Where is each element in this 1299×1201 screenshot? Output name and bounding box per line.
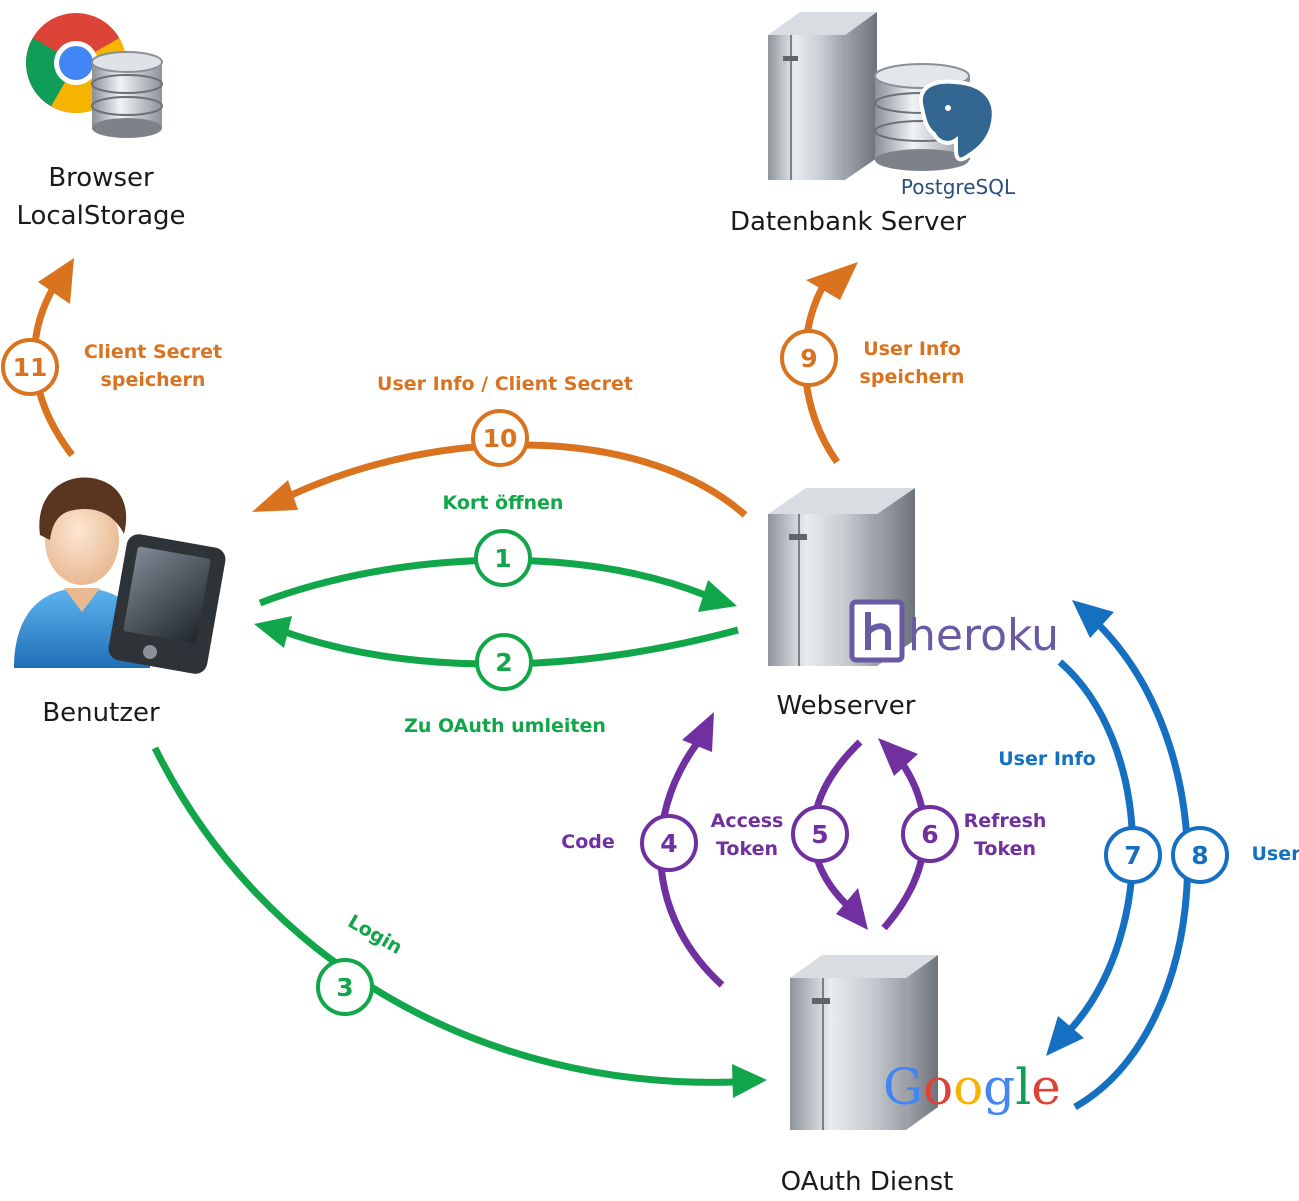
edge-label-5-line1: Access xyxy=(711,810,784,832)
edge-label-3: Login xyxy=(344,911,406,959)
edge-label-10: User Info / Client Secret xyxy=(377,373,633,395)
postgres-database-icon xyxy=(874,63,996,171)
arrowhead-step-6 xyxy=(878,738,918,776)
svg-text:1: 1 xyxy=(494,544,511,573)
edge-label-5-line2: Token xyxy=(716,838,778,860)
heroku-logo-icon xyxy=(849,599,905,663)
edge-label-6-line1: Refresh xyxy=(964,810,1047,832)
arrowhead-step-10 xyxy=(252,480,298,512)
svg-text:9: 9 xyxy=(800,344,817,373)
google-logo-letter: o xyxy=(923,1058,953,1116)
postgresql-elephant-icon xyxy=(918,79,996,162)
arrowhead-step-5 xyxy=(836,888,868,930)
svg-text:3: 3 xyxy=(336,973,353,1002)
heroku-logo-text: heroku xyxy=(908,610,1059,661)
browser-label-line2: LocalStorage xyxy=(16,201,185,231)
arrowhead-step-4 xyxy=(682,712,714,752)
edge-label-8: User xyxy=(1252,843,1299,865)
arrow-step-3 xyxy=(151,746,736,1086)
google-logo-letter: l xyxy=(1015,1058,1031,1116)
svg-text:10: 10 xyxy=(483,424,518,453)
oauth-server-tower-icon xyxy=(790,955,938,1130)
google-logo-letter: G xyxy=(883,1058,923,1116)
edge-label-4: Code xyxy=(561,831,614,853)
step-badge-8: 8 xyxy=(1171,826,1229,884)
edge-label-6-line2: Token xyxy=(974,838,1036,860)
google-logo-text: Google xyxy=(883,1058,1061,1116)
arrowhead-step-7 xyxy=(1046,1016,1084,1056)
svg-text:2: 2 xyxy=(495,648,512,677)
node-labels: Browser LocalStorage Datenbank Server Be… xyxy=(16,163,966,1197)
server-database-icon xyxy=(768,12,996,180)
arrowhead-step-8 xyxy=(1072,600,1114,638)
arrowhead-step-1 xyxy=(698,580,737,612)
step-badges: 11 9 10 1 2 3 4 5 6 7 8 xyxy=(1,329,1229,1016)
arrowhead-step-11 xyxy=(38,258,74,304)
edge-label-7: User Info xyxy=(998,748,1096,770)
arrow-step-10 xyxy=(283,441,748,518)
chrome-database-icon xyxy=(26,13,163,138)
google-logo-letter: o xyxy=(953,1058,983,1116)
webserver-label: Webserver xyxy=(777,691,916,721)
edge-label-11-line2: speichern xyxy=(101,369,206,391)
arrowhead-step-9 xyxy=(806,262,858,300)
svg-text:11: 11 xyxy=(13,353,48,382)
svg-text:8: 8 xyxy=(1191,841,1208,870)
step-badge-2: 2 xyxy=(475,633,533,691)
edge-label-11-line1: Client Secret xyxy=(84,341,222,363)
edge-label-1: Kort öffnen xyxy=(443,492,564,514)
oauth-service-label: OAuth Dienst xyxy=(781,1167,954,1197)
google-logo-letter: e xyxy=(1031,1058,1061,1116)
step-badge-6: 6 xyxy=(901,805,959,863)
database-server-label: Datenbank Server xyxy=(730,207,966,237)
svg-text:7: 7 xyxy=(1124,841,1141,870)
step-badge-1: 1 xyxy=(474,529,532,587)
step-badge-4: 4 xyxy=(640,814,698,872)
google-logo-letter: g xyxy=(983,1058,1015,1116)
database-cylinder-icon xyxy=(91,51,163,138)
edge-label-9-line1: User Info xyxy=(863,338,961,360)
svg-text:5: 5 xyxy=(811,820,828,849)
user-with-phone-icon xyxy=(14,477,226,674)
arrowhead-step-3 xyxy=(732,1064,767,1098)
step-badge-7: 7 xyxy=(1104,826,1162,884)
svg-text:6: 6 xyxy=(921,820,938,849)
user-label: Benutzer xyxy=(42,698,160,728)
svg-text:4: 4 xyxy=(660,829,677,858)
arrowhead-step-2 xyxy=(254,616,292,648)
postgresql-logo-text: PostgreSQL xyxy=(901,175,1016,199)
server-tower-icon xyxy=(768,12,877,180)
step-badge-9: 9 xyxy=(780,329,838,387)
edge-label-2: Zu OAuth umleiten xyxy=(404,715,606,737)
step-badge-11: 11 xyxy=(1,338,59,396)
step-badge-3: 3 xyxy=(316,958,374,1016)
smartphone-icon xyxy=(108,534,226,674)
edge-labels: Client Secret speichern User Info speich… xyxy=(84,338,1299,959)
edge-label-9-line2: speichern xyxy=(860,366,965,388)
arrow-step-8 xyxy=(1073,623,1191,1111)
step-badge-5: 5 xyxy=(791,805,849,863)
browser-label-line1: Browser xyxy=(48,163,154,193)
step-badge-10: 10 xyxy=(471,409,529,467)
